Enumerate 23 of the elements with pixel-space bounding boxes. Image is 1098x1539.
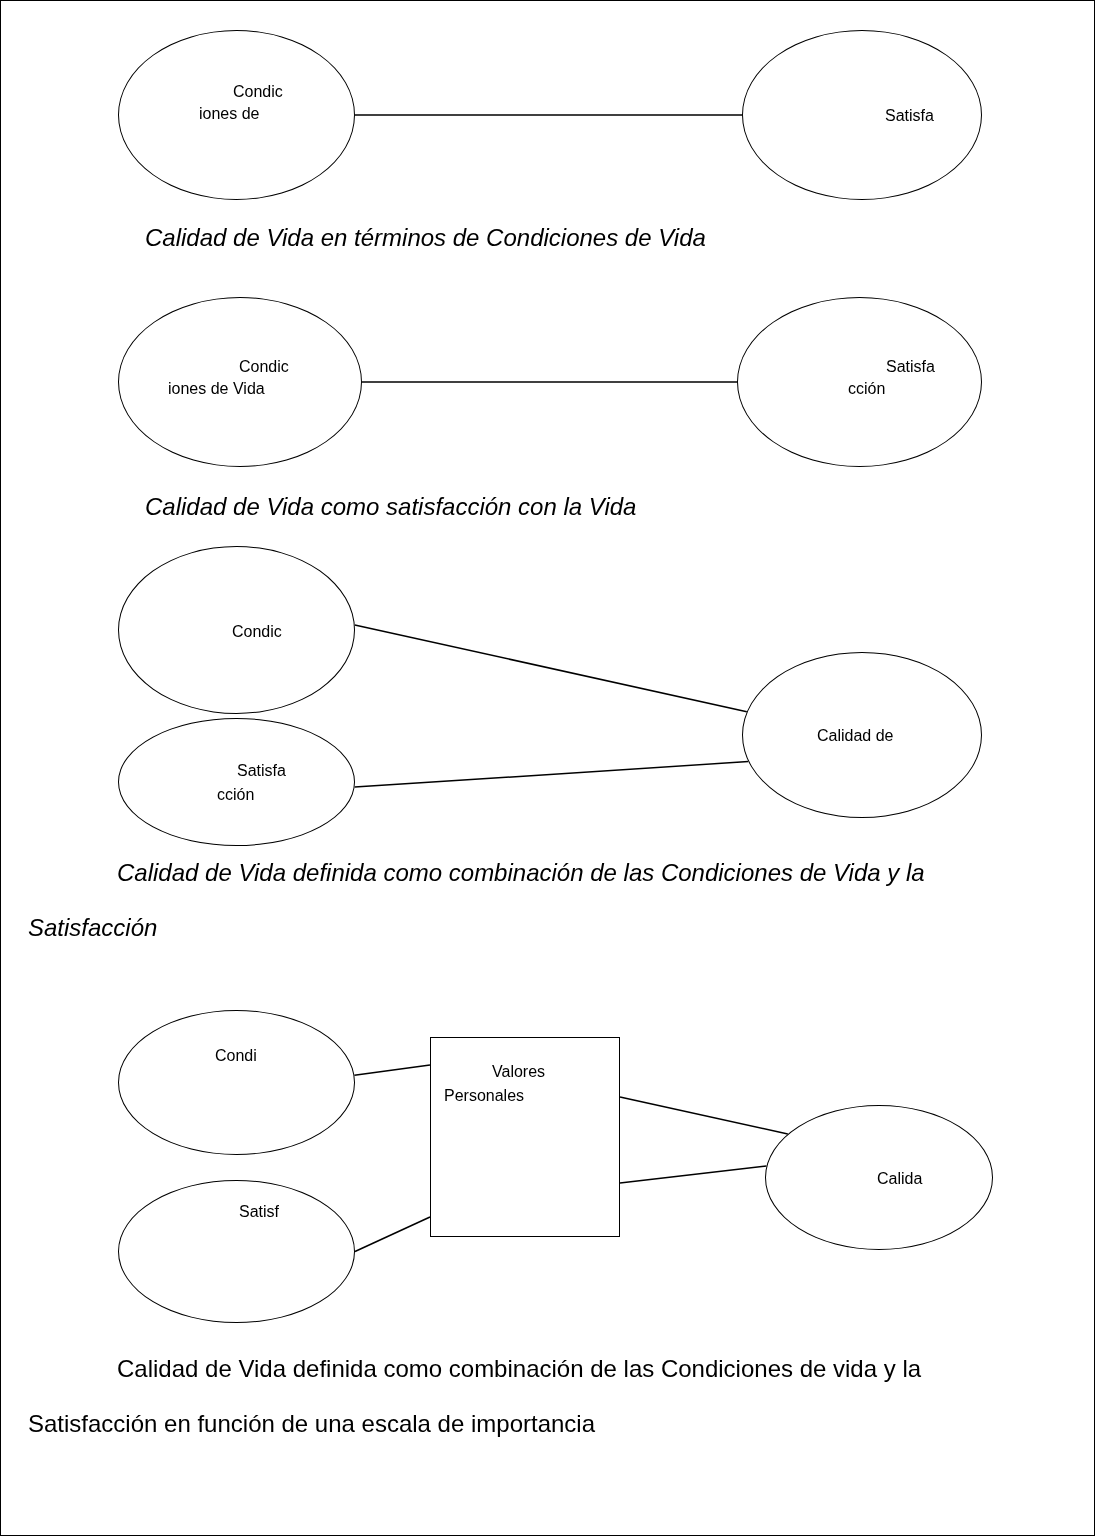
connector-line (353, 1064, 431, 1076)
node-text: Condic (232, 622, 283, 642)
node-text: Condi (215, 1046, 258, 1066)
caption-text: Calidad de Vida como satisfacción con la Vida (144, 492, 638, 522)
node-text: Satisfa cción (848, 357, 936, 399)
node-text: Condic iones de (199, 82, 284, 124)
node-text: Condic iones de Vida (168, 357, 290, 399)
connector-line (354, 114, 743, 116)
caption-text: Calidad de Vida en términos de Condiciones de Vida (144, 223, 707, 253)
connector-line (361, 381, 738, 383)
caption-text: Calidad de Vida definida como combinación de las Condiciones de Vida y la Satisfacción (28, 858, 926, 943)
caption-text: Calidad de Vida definida como combinación de las Condiciones de vida y la Satisfacción en función de una escala de importancia (28, 1354, 923, 1439)
connector-line (619, 1165, 768, 1184)
connector-line (354, 1216, 431, 1253)
node-text: Calida (877, 1169, 924, 1189)
node-text: Satisfa (885, 106, 935, 126)
rectangle-node (430, 1037, 620, 1237)
node-text: Satisf (239, 1202, 280, 1222)
node-text: Valores Personales (444, 1062, 547, 1106)
connector-line (354, 624, 748, 713)
node-text: Satisfa cción (217, 761, 287, 805)
connector-line (619, 1096, 789, 1135)
node-text: Calidad de (817, 726, 895, 746)
